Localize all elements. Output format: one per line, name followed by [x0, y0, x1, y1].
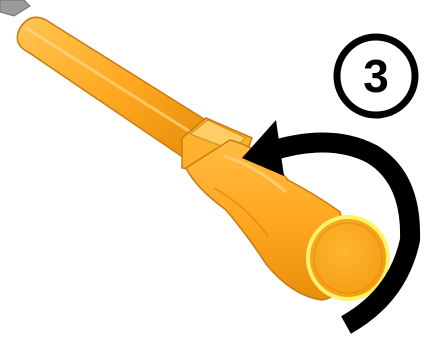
circled-number-icon: 3: [337, 37, 415, 115]
handle-end-cap: [308, 217, 388, 299]
step-number: 3: [363, 50, 389, 102]
